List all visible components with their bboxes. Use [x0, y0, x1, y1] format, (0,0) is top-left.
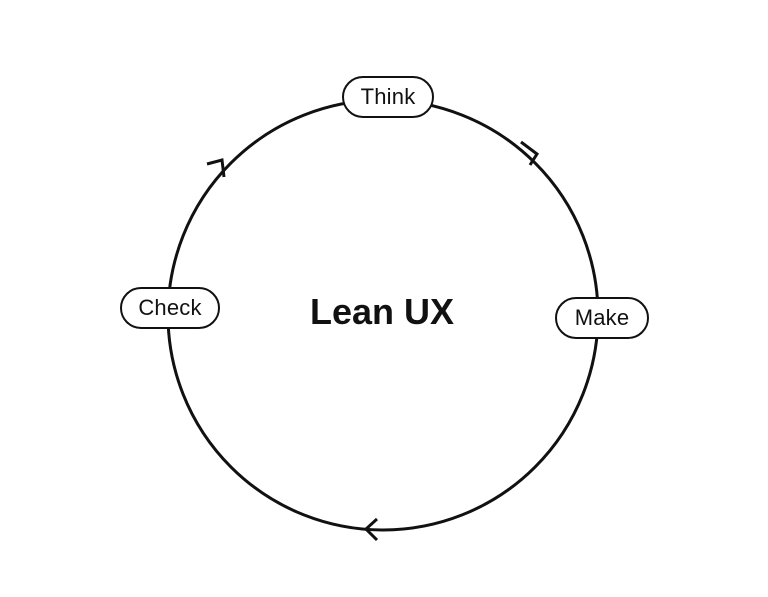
arrow-top-left-icon — [206, 158, 226, 178]
arrow-top-right-icon — [520, 140, 540, 166]
stage-think: Think — [342, 76, 434, 118]
arrow-bottom-icon — [363, 517, 379, 542]
stage-check: Check — [120, 287, 220, 329]
diagram-title: Lean UX — [309, 291, 455, 332]
stage-make: Make — [555, 297, 649, 339]
